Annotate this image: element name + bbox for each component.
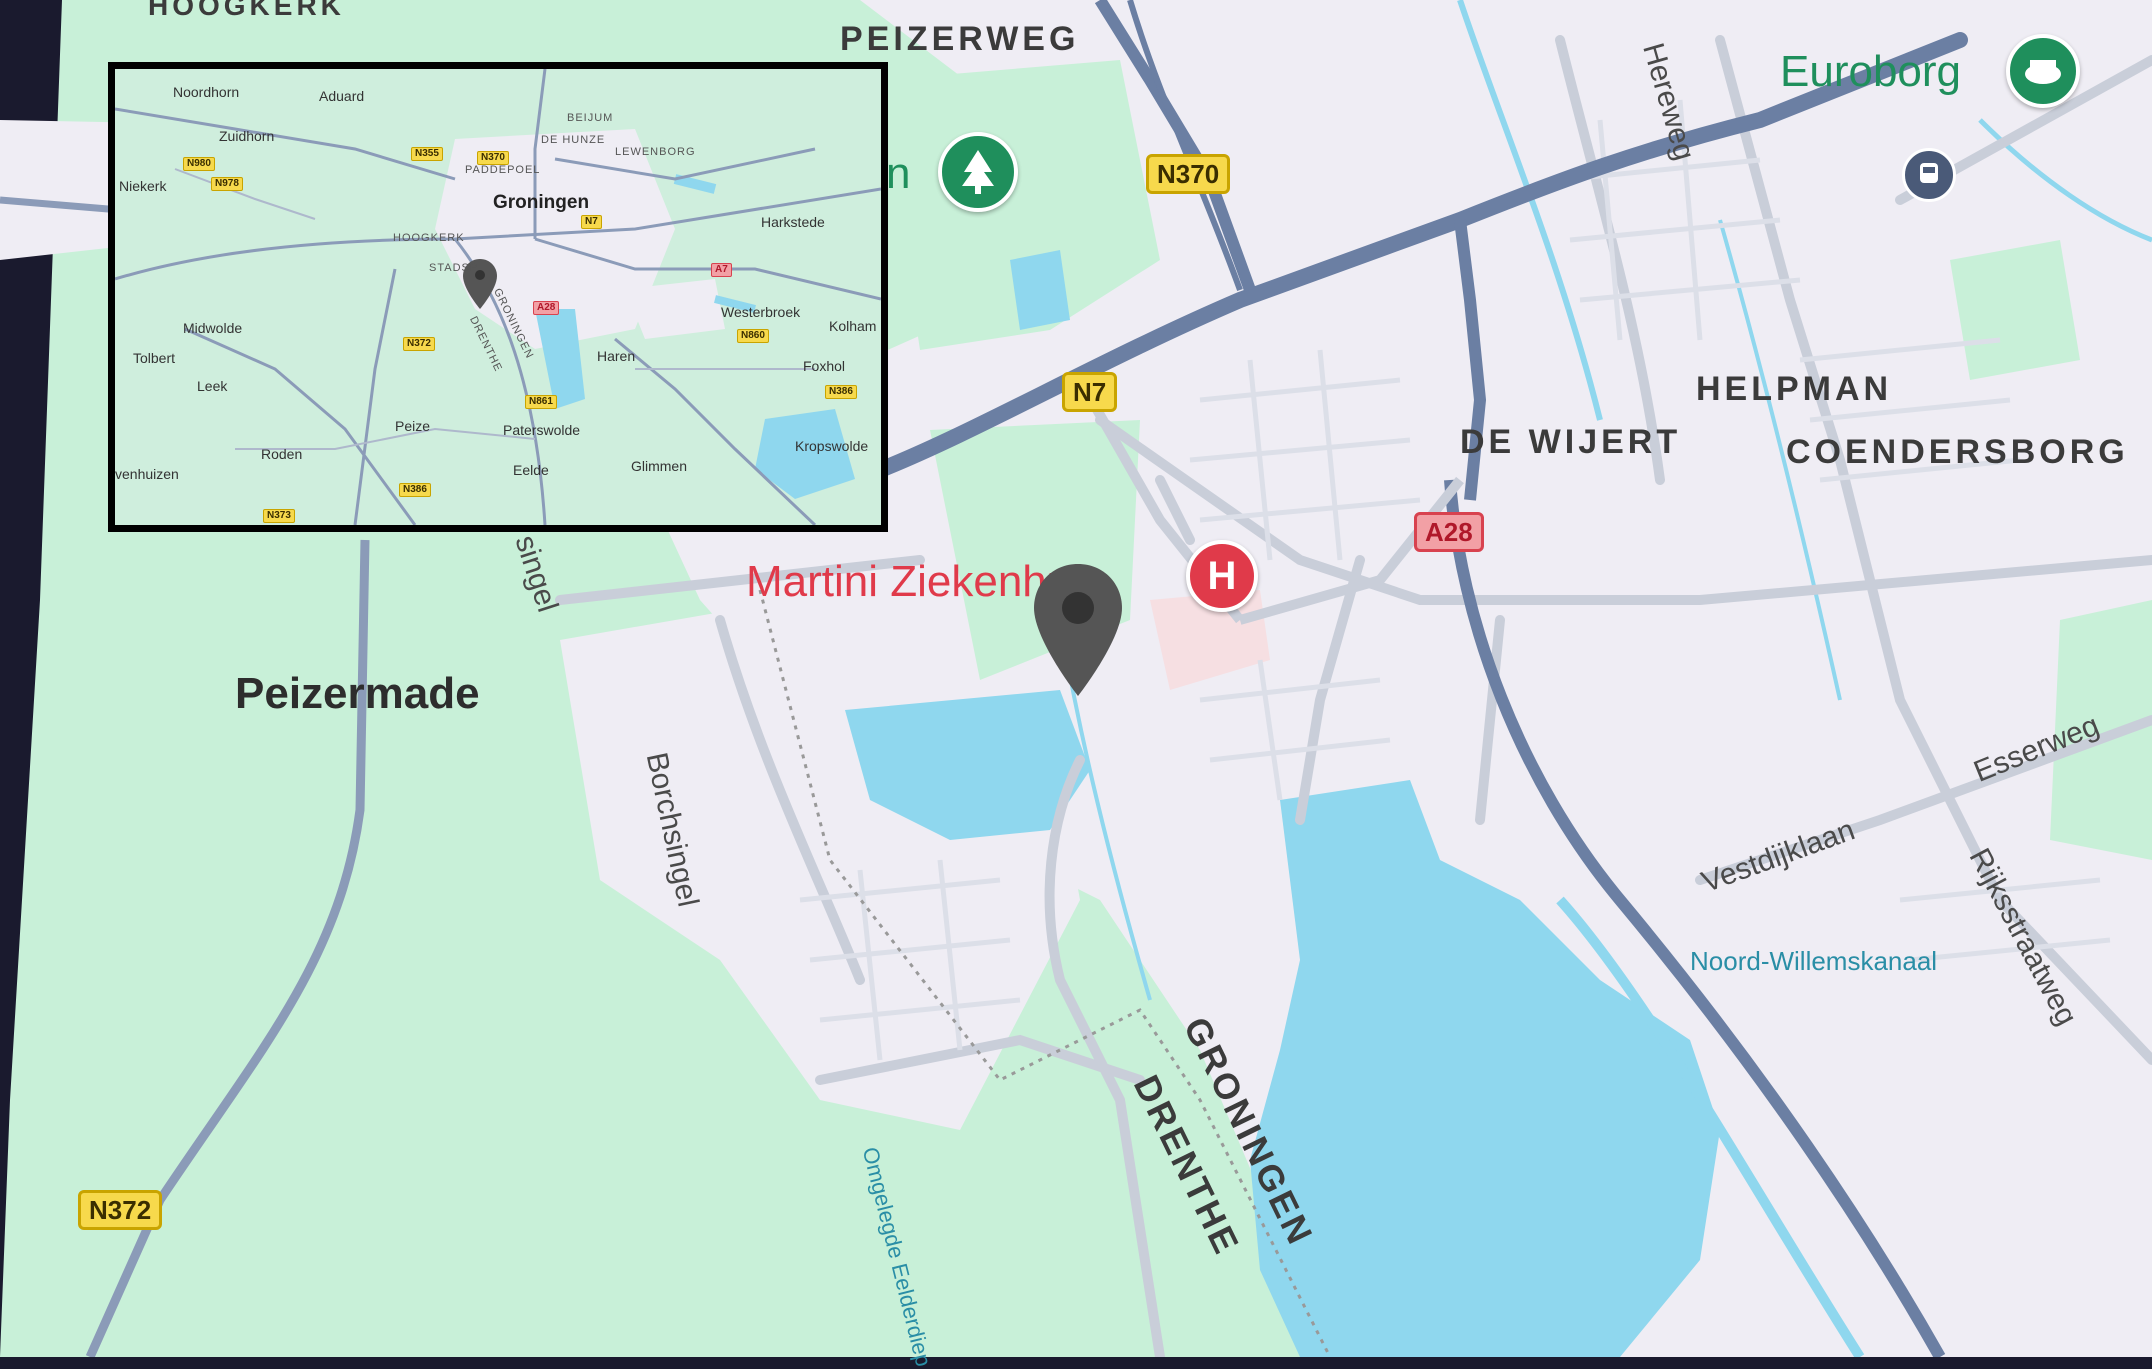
train-icon[interactable] — [1902, 148, 1956, 202]
inset-district-de-hunze: DE HUNZE — [541, 134, 606, 146]
inset-town-zuidhorn: Zuidhorn — [219, 128, 275, 144]
inset-shield-n386-east: N386 — [825, 385, 857, 399]
inset-district-hoogkerk: HOOGKERK — [393, 232, 465, 244]
inset-shield-n370: N370 — [477, 151, 509, 165]
inset-district-paddepoel: PADDEPOEL — [465, 164, 541, 176]
hospital-icon[interactable]: H — [1186, 540, 1258, 612]
stadium-icon[interactable] — [2006, 34, 2080, 108]
inset-city-groningen: Groningen — [493, 192, 590, 213]
road-shield-n372: N372 — [78, 1190, 163, 1230]
inset-shield-a28: A28 — [533, 301, 560, 315]
inset-town-westerbroek: Westerbroek — [721, 304, 801, 320]
district-hoogkerk: HOOGKERK — [148, 0, 345, 21]
inset-town-aduard: Aduard — [319, 88, 365, 104]
district-helpman: HELPMAN — [1696, 370, 1893, 408]
inset-overview-map[interactable]: Noordhorn Aduard Zuidhorn Niekerk BEIJUM… — [108, 62, 888, 532]
inset-town-haren: Haren — [597, 348, 636, 364]
inset-town-foxhol: Foxhol — [803, 358, 846, 374]
inset-town-noordhorn: Noordhorn — [173, 84, 240, 100]
inset-shield-a7: A7 — [711, 263, 732, 277]
inset-town-harkstede: Harkstede — [761, 214, 825, 230]
inset-town-leek: Leek — [197, 378, 228, 394]
water-noord-willemskanaal: Noord-Willemskanaal — [1690, 948, 1937, 974]
tree-icon[interactable] — [938, 132, 1018, 212]
inset-town-peize: Peize — [395, 418, 431, 434]
inset-shield-n861: N861 — [525, 395, 557, 409]
inset-shield-n978: N978 — [211, 177, 243, 191]
place-peizermade: Peizermade — [235, 669, 480, 718]
inset-town-niekerk: Niekerk — [119, 178, 167, 194]
inset-district-beijum: BEIJUM — [567, 112, 614, 124]
inset-district-lewenborg: LEWENBORG — [615, 146, 696, 158]
district-coendersborg: COENDERSBORG — [1786, 433, 2129, 471]
inset-town-tolbert: Tolbert — [133, 350, 176, 366]
inset-town-eelde: Eelde — [513, 462, 549, 478]
poi-park-label: n — [886, 149, 911, 198]
inset-town-paterswolde: Paterswolde — [503, 422, 581, 438]
inset-shield-n355: N355 — [411, 147, 443, 161]
inset-town-venhuizen: venhuizen — [115, 466, 179, 482]
inset-town-glimmen: Glimmen — [631, 458, 688, 474]
inset-town-kolham: Kolham — [829, 318, 877, 334]
inset-shield-n980: N980 — [183, 157, 215, 171]
poi-euroborg[interactable]: Euroborg — [1780, 47, 1962, 96]
inset-district-stadsp: STADSP — [429, 262, 479, 274]
inset-town-roden: Roden — [261, 446, 303, 462]
inset-location-pin-icon — [463, 259, 497, 309]
inset-shield-n373: N373 — [263, 509, 295, 523]
inset-shield-n372: N372 — [403, 337, 435, 351]
inset-shield-n386: N386 — [399, 483, 431, 497]
water-noord-willemskanaal-text: Noord-Willemskanaal — [1690, 946, 1938, 976]
district-peizerweg: PEIZERWEG — [840, 20, 1080, 58]
road-shield-n7: N7 — [1062, 372, 1118, 412]
inset-town-kropswolde: Kropswolde — [795, 438, 869, 454]
inset-map-canvas[interactable] — [115, 69, 881, 525]
road-shield-a28: A28 — [1414, 512, 1484, 552]
location-pin-icon[interactable] — [1030, 560, 1126, 700]
inset-town-midwolde: Midwolde — [183, 320, 243, 336]
inset-shield-n860: N860 — [737, 329, 769, 343]
district-de-wijert: DE WIJERT — [1460, 423, 1682, 461]
road-shield-n370: N370 — [1146, 154, 1231, 194]
inset-shield-n7: N7 — [581, 215, 602, 229]
